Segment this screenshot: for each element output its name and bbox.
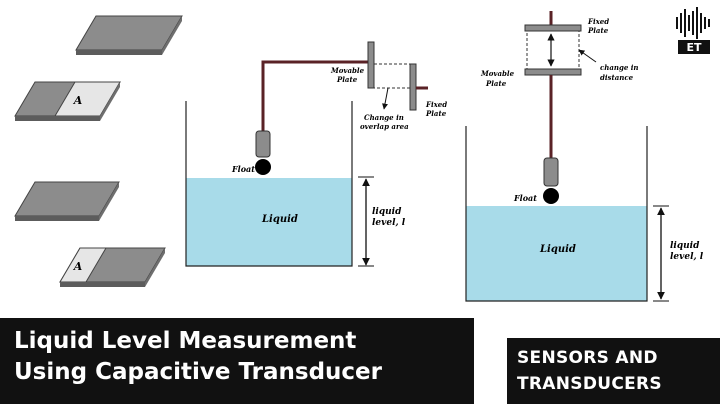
area-label-bottom: A xyxy=(73,260,83,273)
right-fixed-plate-label: Fixed Plate xyxy=(587,17,612,35)
right-movable-plate xyxy=(524,68,582,76)
left-float-ball xyxy=(255,159,271,175)
left-fixed-plate-label: Fixed Plate xyxy=(425,100,450,118)
right-change-arrow xyxy=(578,49,597,63)
brand-logo: ET xyxy=(676,7,710,54)
left-float-label: Float xyxy=(231,164,255,174)
right-liquid-fill xyxy=(466,206,647,301)
left-float-body xyxy=(255,130,271,158)
right-change-label: change in distance xyxy=(600,63,641,82)
left-tank-outline xyxy=(185,101,353,267)
right-float-ball xyxy=(543,188,559,204)
left-movable-plate-label: Movable Plate xyxy=(330,66,366,84)
right-tank-outline xyxy=(465,126,648,302)
title-line-2: Using Capacitive Transducer xyxy=(14,359,382,385)
sound-wave-icon xyxy=(676,7,710,39)
right-distance-box xyxy=(526,30,580,70)
area-label-top: A xyxy=(73,94,83,107)
left-level-label: liquid level, l xyxy=(372,207,406,228)
left-overlap-box xyxy=(373,63,411,89)
right-tank-diagram: Float Liquid Fixed Plate Movable Plate c… xyxy=(465,11,704,302)
right-fixed-plate xyxy=(524,24,582,32)
title-banner: Liquid Level Measurement Using Capacitiv… xyxy=(0,318,474,404)
bottom-plate-1 xyxy=(14,181,120,221)
logo-badge xyxy=(678,40,710,54)
category-line-2: TRANSDUCERS xyxy=(517,374,662,394)
top-plate-1 xyxy=(75,15,183,55)
right-liquid-label: Liquid xyxy=(539,244,576,255)
right-float-body xyxy=(543,157,559,187)
right-movable-plate-label: Movable Plate xyxy=(480,69,516,88)
title-line-1: Liquid Level Measurement xyxy=(14,328,357,354)
left-movable-plate xyxy=(367,41,375,89)
left-tank-diagram: Float Liquid Movable Plate Fixed Plate C… xyxy=(185,41,450,267)
right-level-label: liquid level, l xyxy=(670,241,704,262)
category-banner: SENSORS AND TRANSDUCERS xyxy=(507,338,720,404)
left-overlap-arrow xyxy=(382,87,389,110)
top-plate-2-with-area: A xyxy=(14,81,121,121)
left-liquid-fill xyxy=(186,178,352,266)
left-change-label: Change in overlap area xyxy=(360,113,409,131)
logo-text: ET xyxy=(686,41,702,54)
left-liquid-label: Liquid xyxy=(261,214,298,225)
left-fixed-plate xyxy=(409,63,417,111)
right-float-label: Float xyxy=(513,193,537,203)
bottom-plate-2-with-area: A xyxy=(59,247,166,287)
category-line-1: SENSORS AND xyxy=(517,348,658,368)
plate-illustrations: A A xyxy=(14,15,183,287)
left-rod xyxy=(261,60,368,131)
